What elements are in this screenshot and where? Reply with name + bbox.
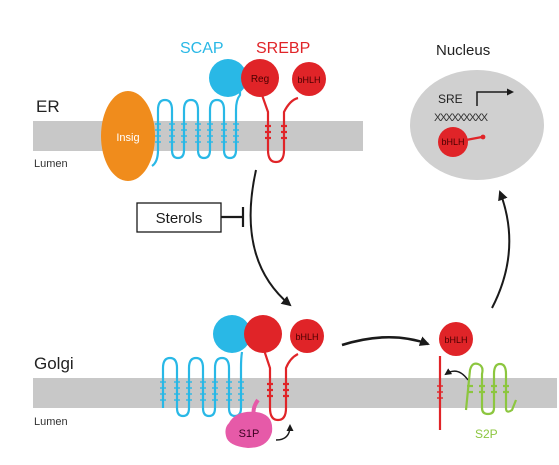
srebp-transmembrane-er xyxy=(260,94,299,164)
s2p-label: S2P xyxy=(475,427,498,441)
cleaved-bhlh-domain xyxy=(439,322,473,356)
s2p-cleavage-arrow xyxy=(444,368,469,381)
scap-helix-stripes-er xyxy=(155,123,239,143)
srebp-reg-domain xyxy=(241,59,279,97)
scap-helix-stripes-golgi xyxy=(160,381,244,401)
nucleus-label: Nucleus xyxy=(436,42,490,59)
reg-label: Reg xyxy=(251,74,269,85)
sterols-box xyxy=(136,202,222,233)
scap-head-golgi xyxy=(213,315,251,353)
sterols-label: Sterols xyxy=(156,210,203,227)
srebp-transmembrane-golgi xyxy=(262,349,299,422)
bhlh-nucleus-domain xyxy=(438,127,468,157)
dna-strand: XXXXXXXXX xyxy=(434,112,489,124)
insig-protein xyxy=(101,91,155,181)
er-to-golgi-arrow xyxy=(249,169,292,307)
bhlh-nucleus-tail xyxy=(465,135,483,142)
bhlh-nucleus-tail-end xyxy=(480,134,486,140)
s1p-protease xyxy=(225,411,273,448)
er-lumen-label: Lumen xyxy=(34,158,68,170)
golgi-to-cleavage-arrow xyxy=(341,335,430,347)
bhlh-label-golgi: bHLH xyxy=(295,332,318,342)
golgi-membrane xyxy=(33,378,557,408)
srebp-bhlh-domain-golgi xyxy=(290,319,324,353)
s2p-protease xyxy=(464,362,518,416)
t-bar-inhibition-icon xyxy=(221,207,245,227)
s1p-label: S1P xyxy=(239,428,260,440)
srebp-reg-domain-golgi xyxy=(244,315,282,353)
right-angle-arrow-icon xyxy=(476,88,514,106)
srebp-label: SREBP xyxy=(256,40,310,57)
scap-label: SCAP xyxy=(180,40,224,57)
scap-transmembrane-golgi xyxy=(161,351,244,418)
sre-label: SRE xyxy=(438,92,463,106)
nucleus xyxy=(410,70,544,180)
to-nucleus-arrow xyxy=(491,190,511,309)
bhlh-label-er: bHLH xyxy=(297,75,320,85)
bhlh-label-cleaved: bHLH xyxy=(444,335,467,345)
golgi-label: Golgi xyxy=(34,354,74,373)
cleaved-srebp-helix-stripes xyxy=(437,385,443,399)
er-label: ER xyxy=(36,97,60,116)
scap-head-er xyxy=(209,59,247,97)
insig-label: Insig xyxy=(116,132,139,144)
golgi-lumen-label: Lumen xyxy=(34,416,68,428)
srebp-bhlh-domain-er xyxy=(292,62,326,96)
s1p-cleavage-arrow xyxy=(275,424,294,441)
bhlh-label-nucleus: bHLH xyxy=(441,137,464,147)
scap-transmembrane-er xyxy=(151,92,242,167)
